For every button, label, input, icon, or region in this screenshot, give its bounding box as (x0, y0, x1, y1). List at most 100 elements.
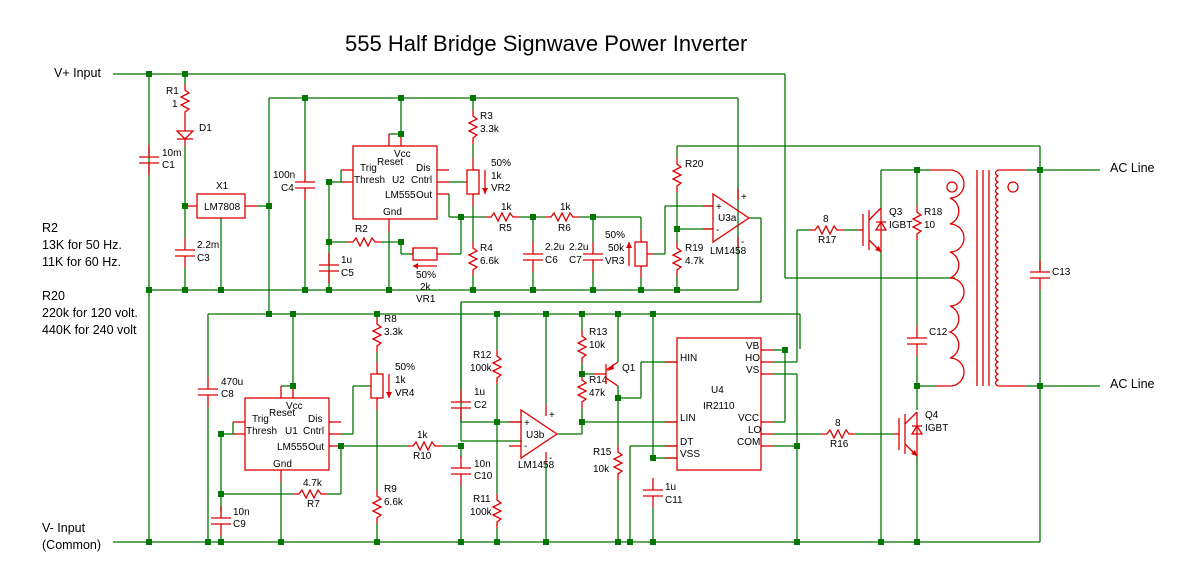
svg-text:440K for 240 volt: 440K for 240 volt (42, 323, 137, 337)
resistor-r10: 1k R10 (406, 430, 442, 462)
junction-dot (326, 287, 332, 293)
svg-text:IR2110: IR2110 (703, 401, 735, 412)
svg-text:LM555: LM555 (277, 442, 308, 453)
junction-dot (782, 347, 788, 353)
svg-text:1u: 1u (341, 255, 352, 266)
svg-text:Vcc: Vcc (394, 149, 411, 160)
svg-text:11K for 60 Hz.: 11K for 60 Hz. (42, 255, 121, 269)
svg-text:Dis: Dis (416, 163, 430, 174)
svg-text:8: 8 (823, 214, 829, 225)
svg-text:C6: C6 (545, 255, 558, 266)
svg-text:R6: R6 (558, 223, 571, 234)
svg-text:C3: C3 (197, 253, 210, 264)
junction-dot (914, 383, 920, 389)
svg-text:-: - (741, 237, 744, 248)
junction-dot (458, 214, 464, 220)
junction-dot (338, 443, 344, 449)
svg-text:100k: 100k (470, 363, 493, 374)
potentiometer-vr2: 50% 1k VR2 (465, 158, 511, 206)
capacitor-c1: 10m C1 (138, 144, 181, 176)
svg-text:Gnd: Gnd (383, 207, 402, 218)
junction-dot (278, 539, 284, 545)
svg-text:10n: 10n (233, 507, 250, 518)
svg-text:R2: R2 (42, 221, 58, 235)
resistor-r7: 4.7k R7 (292, 478, 328, 510)
svg-text:R15: R15 (593, 447, 612, 458)
ac-line-bottom-label: AC Line (1110, 377, 1155, 391)
svg-text:R13: R13 (589, 327, 608, 338)
svg-text:1: 1 (172, 99, 178, 110)
svg-text:2.2m: 2.2m (197, 240, 219, 251)
resistor-r1: R1 1 (166, 83, 190, 119)
resistor-r6: 1k R6 (544, 202, 580, 234)
capacitor-c13: C13 (1029, 259, 1071, 291)
junction-dot (878, 539, 884, 545)
junction-dots (146, 71, 1043, 545)
resistor-r18: R18 10 (912, 205, 943, 241)
junction-dot (398, 239, 404, 245)
svg-text:1u: 1u (474, 387, 485, 398)
svg-text:220k for 120 volt.: 220k for 120 volt. (42, 306, 138, 320)
capacitor-c11: 1u C11 (642, 477, 683, 509)
svg-text:10k: 10k (593, 464, 610, 475)
svg-text:C1: C1 (162, 160, 175, 171)
potentiometer-vr4: 50% 1k VR4 (370, 362, 415, 410)
junction-dot (470, 287, 476, 293)
capacitor-c3: 2.2m C3 (174, 237, 219, 269)
svg-text:Dis: Dis (308, 414, 322, 425)
junction-dot (590, 214, 596, 220)
svg-text:HIN: HIN (680, 353, 697, 364)
svg-text:-: - (716, 225, 719, 236)
svg-text:C10: C10 (474, 471, 493, 482)
svg-text:3.3k: 3.3k (480, 124, 500, 135)
svg-text:C13: C13 (1052, 267, 1071, 278)
junction-dot (579, 311, 585, 317)
junction-dot (579, 371, 585, 377)
resistor-r11: R11 100k (470, 493, 502, 529)
vminus-label: V- Input (42, 521, 86, 535)
svg-text:DT: DT (680, 437, 693, 448)
capacitor-c9: 10n C9 (210, 505, 250, 537)
svg-text:1k: 1k (501, 202, 513, 213)
junction-dot (543, 539, 549, 545)
junction-dot (290, 383, 296, 389)
junction-dot (914, 539, 920, 545)
junction-dot (650, 455, 656, 461)
junction-dot (674, 226, 680, 232)
svg-text:VR2: VR2 (491, 183, 511, 194)
junction-dot (374, 539, 380, 545)
svg-text:100k: 100k (470, 507, 493, 518)
svg-text:X1: X1 (216, 181, 229, 192)
svg-text:13K for 50 Hz.: 13K for 50 Hz. (42, 238, 122, 252)
junction-dot (914, 167, 920, 173)
svg-text:U2: U2 (392, 175, 405, 186)
svg-text:+: + (716, 202, 722, 213)
svg-text:2.2u: 2.2u (569, 242, 588, 253)
junction-dot (615, 539, 621, 545)
svg-text:U4: U4 (711, 385, 724, 396)
svg-text:4.7k: 4.7k (303, 478, 323, 489)
svg-text:VS: VS (746, 365, 760, 376)
capacitor-c7: 2.2u C7 (569, 217, 604, 290)
junction-dot (218, 431, 224, 437)
svg-text:C4: C4 (281, 183, 294, 194)
resistor-r14: R14 47k (577, 373, 608, 409)
resistor-r9: R9 6.6k (372, 484, 404, 525)
svg-text:50k: 50k (608, 243, 625, 254)
junction-dot (290, 311, 296, 317)
svg-text:R9: R9 (384, 484, 397, 495)
vplus-rail (113, 73, 955, 279)
schematic-title: 555 Half Bridge Signwave Power Inverter (345, 31, 747, 56)
svg-text:Out: Out (308, 442, 324, 453)
opamp-u3a: + - + - U3a LM1458 (703, 188, 751, 257)
junction-dot (218, 539, 224, 545)
svg-text:1u: 1u (665, 482, 676, 493)
opamp-u3b: + - + - U3b LM1458 (509, 404, 559, 471)
svg-text:Reset: Reset (269, 408, 295, 419)
resistor-r17: 8 R17 (808, 214, 844, 246)
svg-text:10m: 10m (162, 148, 181, 159)
svg-text:R10: R10 (413, 451, 432, 462)
svg-text:U3b: U3b (526, 430, 545, 441)
junction-dot (530, 214, 536, 220)
